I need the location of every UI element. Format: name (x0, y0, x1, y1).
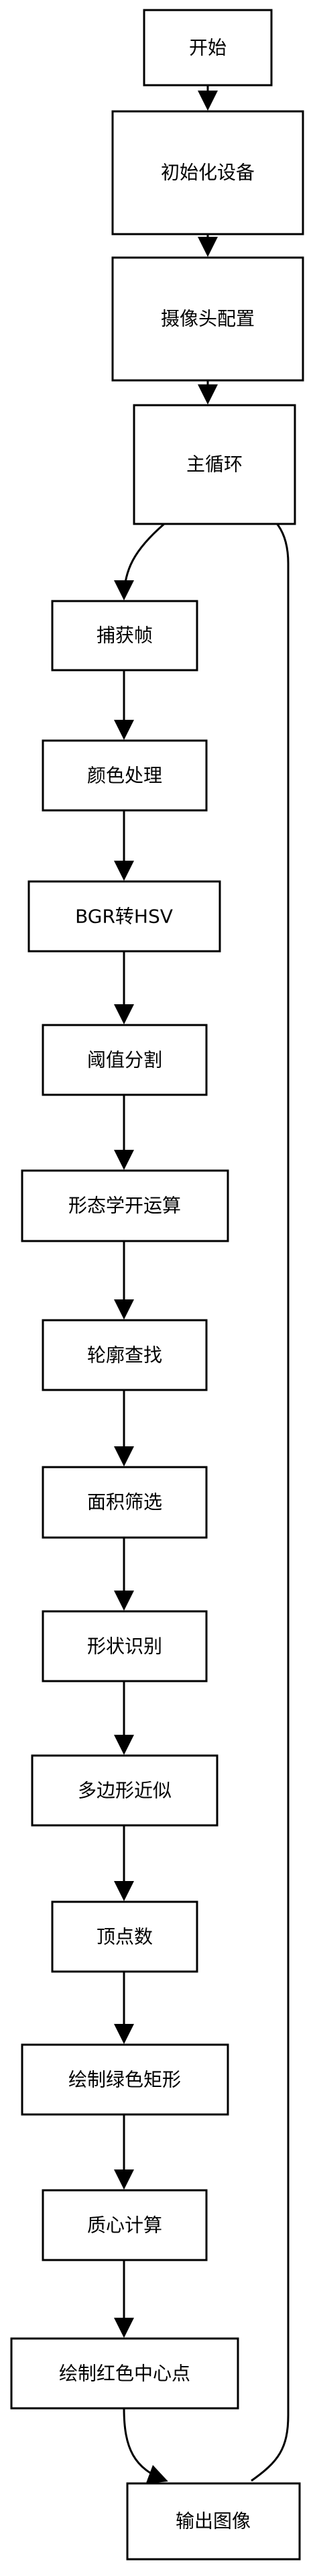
node-capture-frame-label: 捕获帧 (97, 625, 153, 647)
edge-drawred-to-output (123, 2408, 168, 2484)
node-threshold-segmentation-label: 阈值分割 (87, 1049, 162, 1071)
node-polygon-approx-label: 多边形近似 (78, 1780, 172, 1802)
node-output-image-label: 输出图像 (176, 2510, 251, 2532)
node-camera-config[interactable]: 摄像头配置 (111, 256, 304, 382)
node-start-label: 开始 (189, 37, 227, 59)
node-draw-green-rect[interactable]: 绘制绿色矩形 (21, 2043, 229, 2116)
node-contour-search-label: 轮廓查找 (87, 1344, 162, 1366)
node-shape-recognition-label: 形状识别 (87, 1635, 162, 1658)
node-color-processing[interactable]: 颜色处理 (42, 739, 208, 812)
node-start[interactable]: 开始 (143, 9, 273, 87)
node-shape-recognition[interactable]: 形状识别 (42, 1610, 208, 1682)
node-draw-green-rect-label: 绘制绿色矩形 (68, 2069, 181, 2091)
node-init-device[interactable]: 初始化设备 (111, 110, 304, 235)
node-area-filter-label: 面积筛选 (87, 1491, 162, 1513)
node-area-filter[interactable]: 面积筛选 (42, 1466, 208, 1539)
node-morphology-label: 形态学开运算 (68, 1195, 181, 1217)
node-draw-red-center-label: 绘制红色中心点 (59, 2363, 190, 2385)
node-color-processing-label: 颜色处理 (87, 765, 162, 787)
node-camera-config-label: 摄像头配置 (161, 308, 255, 330)
node-centroid-calc[interactable]: 质心计算 (42, 2189, 208, 2261)
node-threshold-segmentation[interactable]: 阈值分割 (42, 1024, 208, 1096)
node-vertex-count-label: 顶点数 (97, 1926, 153, 1948)
node-draw-red-center[interactable]: 绘制红色中心点 (10, 2337, 239, 2410)
node-contour-search[interactable]: 轮廓查找 (42, 1319, 208, 1391)
node-main-loop-label: 主循环 (186, 453, 243, 476)
node-main-loop[interactable]: 主循环 (133, 404, 296, 525)
node-morphology[interactable]: 形态学开运算 (21, 1169, 229, 1242)
node-init-device-label: 初始化设备 (161, 162, 255, 184)
node-output-image[interactable]: 输出图像 (126, 2482, 301, 2561)
node-bgr-to-hsv[interactable]: BGR转HSV (27, 880, 221, 953)
node-centroid-calc-label: 质心计算 (87, 2214, 162, 2237)
edge-mainloop-to-capture (114, 523, 165, 600)
edge-output-loop-to-mainloop (247, 500, 290, 2482)
node-polygon-approx[interactable]: 多边形近似 (31, 1754, 218, 1827)
node-vertex-count[interactable]: 顶点数 (51, 1900, 198, 1973)
node-capture-frame[interactable]: 捕获帧 (51, 600, 198, 672)
node-bgr-to-hsv-label: BGR转HSV (75, 906, 173, 928)
